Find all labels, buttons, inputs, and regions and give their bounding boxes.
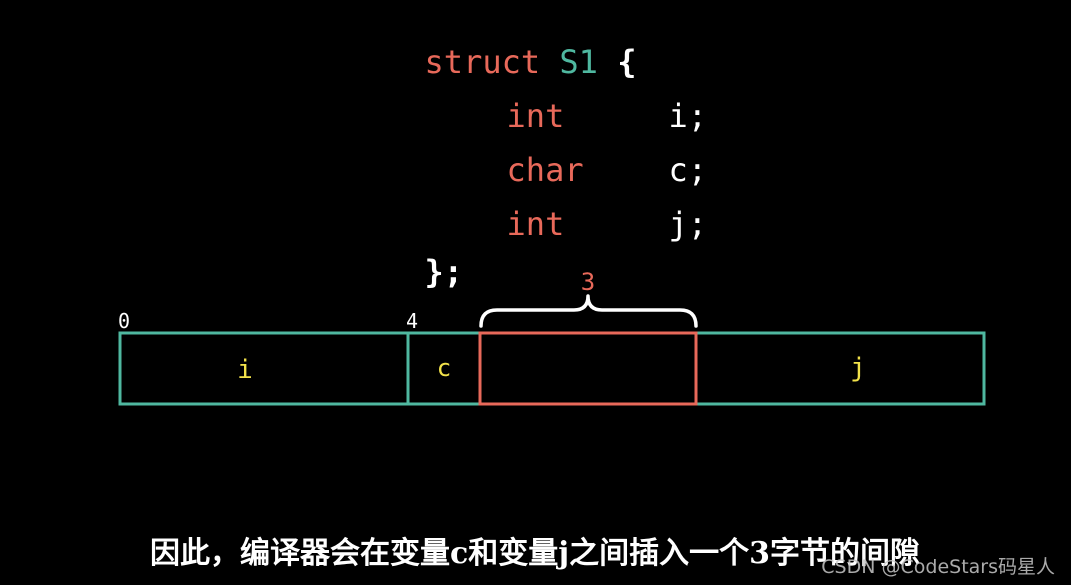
code-line-struct-close: }; xyxy=(386,218,464,291)
code-line-field-c-name: c; xyxy=(630,116,708,189)
padding-size-label: 3 xyxy=(581,268,595,296)
code-line-field-i-name: i; xyxy=(630,62,708,135)
watermark-text: CSDN @CodeStars码星人 xyxy=(821,556,1055,578)
field-name: c; xyxy=(668,151,708,189)
code-line-field-j: int xyxy=(468,170,565,243)
memory-cell-label-i: i xyxy=(237,355,253,385)
field-name: j; xyxy=(668,205,708,243)
field-name: i; xyxy=(668,97,708,135)
caption-text: 因此，编译器会在变量c和变量j之间插入一个3字节的间隙 xyxy=(150,536,920,571)
close-brace: }; xyxy=(424,253,464,291)
memory-cell-label-c: c xyxy=(437,354,451,382)
code-line-field-i: int xyxy=(468,62,565,135)
memory-cell-label-j: j xyxy=(850,353,866,383)
offset-label-0: 0 xyxy=(118,309,130,333)
code-line-struct-header: struct S1 { xyxy=(386,8,637,81)
struct-name: S1 xyxy=(559,43,598,81)
code-line-field-j-name: j; xyxy=(630,170,708,243)
code-line-field-c: char xyxy=(468,116,584,188)
memory-cell-padding xyxy=(478,331,698,406)
memory-cell-j xyxy=(694,331,986,406)
offset-label-4: 4 xyxy=(406,309,418,333)
field-type: int xyxy=(506,205,565,243)
padding-brace xyxy=(479,294,698,328)
field-type: char xyxy=(506,151,584,189)
open-brace: { xyxy=(617,43,637,81)
memory-cell-i xyxy=(118,331,410,406)
struct-keyword: struct xyxy=(424,43,541,81)
field-type: int xyxy=(506,97,565,135)
